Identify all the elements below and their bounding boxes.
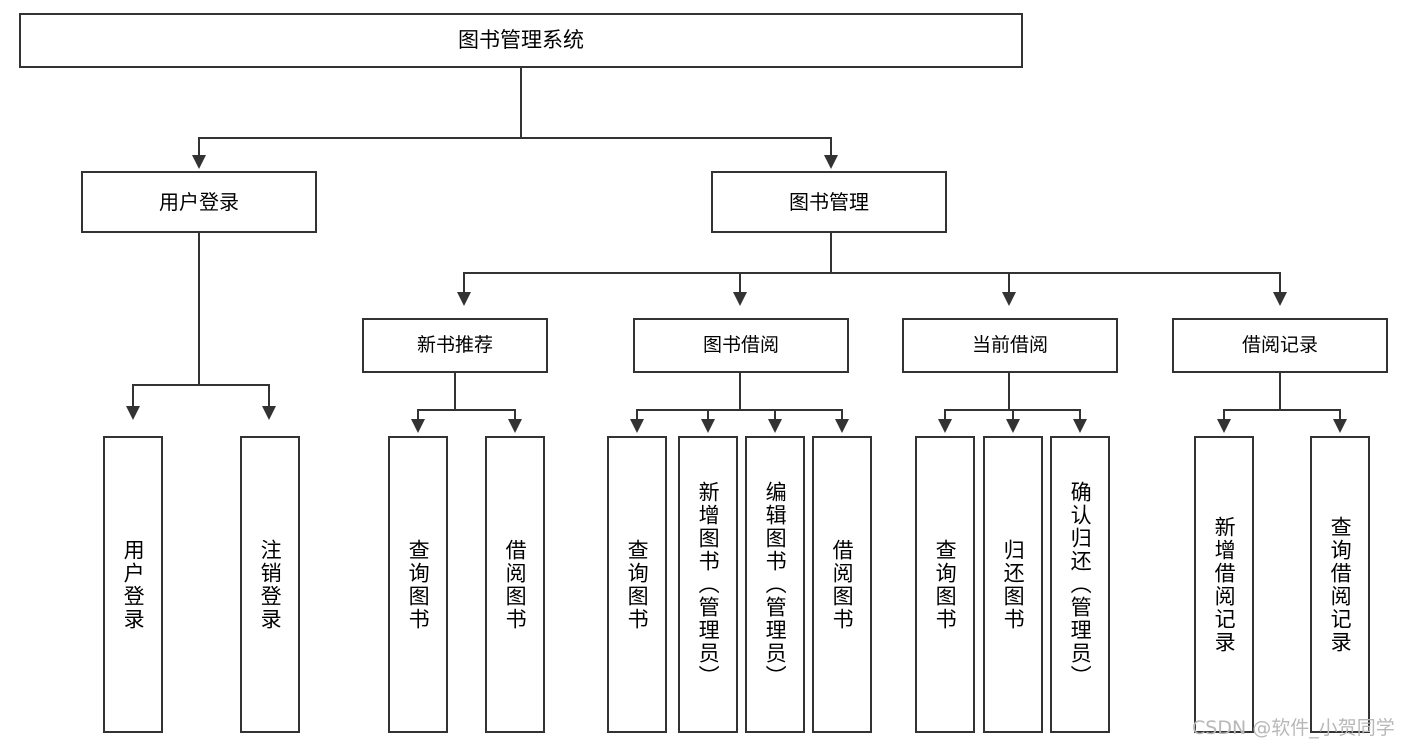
csdn-watermark: CSDN @软件_小贺同学 xyxy=(1192,717,1395,739)
node-label: 图书管理系统 xyxy=(458,28,584,53)
connector-book-manage-bus xyxy=(463,272,1281,274)
leaf-current-borrow-2[interactable]: 归还图书 xyxy=(983,436,1043,733)
node-label: 新增图书（管理员） xyxy=(696,481,721,688)
connector-book-borrow-stem xyxy=(739,373,741,410)
leaf-borrow-record-1[interactable]: 新增借阅记录 xyxy=(1194,436,1254,733)
arrow-down-icon xyxy=(824,155,838,169)
leaf-new-book-1[interactable]: 查询图书 xyxy=(388,436,448,733)
connector-borrow-record-to-leaf-1 xyxy=(1223,409,1225,421)
connector-book-borrow-to-leaf-3 xyxy=(774,409,776,421)
node-label: 确认归还（管理员） xyxy=(1068,481,1093,688)
node-label: 用户登录 xyxy=(121,538,146,631)
node-label: 归还图书 xyxy=(1001,538,1026,631)
leaf-current-borrow-3[interactable]: 确认归还（管理员） xyxy=(1050,436,1110,733)
node-label: 图书管理 xyxy=(789,189,869,214)
node-label: 查询借阅记录 xyxy=(1328,515,1353,654)
arrow-down-icon xyxy=(262,406,276,420)
connector-book-borrow-to-leaf-1 xyxy=(636,409,638,421)
node-book-management[interactable]: 图书管理 xyxy=(711,171,947,233)
node-root-book-management-system[interactable]: 图书管理系统 xyxy=(19,13,1023,68)
connector-book-borrow-to-leaf-4 xyxy=(841,409,843,421)
arrow-down-icon xyxy=(1073,419,1087,433)
node-label: 查询图书 xyxy=(625,538,650,631)
connector-new-book-stem xyxy=(454,373,456,410)
leaf-current-borrow-1[interactable]: 查询图书 xyxy=(915,436,975,733)
node-new-book-recommend[interactable]: 新书推荐 xyxy=(362,318,548,373)
arrow-down-icon xyxy=(192,155,206,169)
connector-current-borrow-to-leaf-2 xyxy=(1012,409,1014,421)
connector-book-manage-stem xyxy=(830,233,832,273)
connector-new-book-bus xyxy=(417,409,516,411)
arrow-down-icon xyxy=(733,292,747,306)
connector-root-to-book-manage xyxy=(830,137,832,157)
connector-user-login-bus xyxy=(132,384,270,386)
connector-book-borrow-bus xyxy=(636,409,842,411)
leaf-user-login-2[interactable]: 注销登录 xyxy=(240,436,300,733)
connector-borrow-record-bus xyxy=(1223,409,1340,411)
node-label: 编辑图书（管理员） xyxy=(763,481,788,688)
node-label: 借阅图书 xyxy=(830,538,855,631)
arrow-down-icon xyxy=(1006,419,1020,433)
connector-current-borrow-to-leaf-3 xyxy=(1079,409,1081,421)
node-label: 图书借阅 xyxy=(702,333,779,356)
arrow-down-icon xyxy=(768,419,782,433)
leaf-book-borrow-2[interactable]: 新增图书（管理员） xyxy=(678,436,738,733)
connector-root-stem xyxy=(520,68,522,138)
connector-to-new-book-recommend xyxy=(463,272,465,294)
connector-to-book-borrow xyxy=(739,272,741,294)
arrow-down-icon xyxy=(701,419,715,433)
leaf-book-borrow-1[interactable]: 查询图书 xyxy=(607,436,667,733)
connector-borrow-record-to-leaf-2 xyxy=(1339,409,1341,421)
connector-to-current-borrow xyxy=(1008,272,1010,294)
node-label: 当前借阅 xyxy=(971,333,1048,356)
arrow-down-icon xyxy=(126,406,140,420)
node-label: 借阅图书 xyxy=(503,538,528,631)
node-label: 借阅记录 xyxy=(1241,333,1318,356)
node-borrow-record[interactable]: 借阅记录 xyxy=(1172,318,1388,373)
leaf-book-borrow-3[interactable]: 编辑图书（管理员） xyxy=(745,436,805,733)
connector-user-login-to-leaf-2 xyxy=(268,384,270,408)
connector-root-bus xyxy=(198,137,832,139)
arrow-down-icon xyxy=(411,419,425,433)
arrow-down-icon xyxy=(1333,419,1347,433)
leaf-user-login-1[interactable]: 用户登录 xyxy=(103,436,163,733)
node-user-login[interactable]: 用户登录 xyxy=(81,171,317,233)
connector-new-book-to-leaf-2 xyxy=(514,409,516,421)
arrow-down-icon xyxy=(1002,292,1016,306)
node-label: 新书推荐 xyxy=(416,333,493,356)
arrow-down-icon xyxy=(938,419,952,433)
node-book-borrow[interactable]: 图书借阅 xyxy=(633,318,849,373)
node-label: 新增借阅记录 xyxy=(1212,515,1237,654)
node-label: 用户登录 xyxy=(159,189,239,214)
connector-user-login-to-leaf-1 xyxy=(132,384,134,408)
arrow-down-icon xyxy=(1273,292,1287,306)
leaf-new-book-2[interactable]: 借阅图书 xyxy=(485,436,545,733)
arrow-down-icon xyxy=(457,292,471,306)
connector-to-borrow-record xyxy=(1279,272,1281,294)
leaf-book-borrow-4[interactable]: 借阅图书 xyxy=(812,436,872,733)
node-label: 查询图书 xyxy=(406,538,431,631)
connector-new-book-to-leaf-1 xyxy=(417,409,419,421)
node-label: 查询图书 xyxy=(933,538,958,631)
connector-user-login-stem xyxy=(198,233,200,385)
arrow-down-icon xyxy=(630,419,644,433)
arrow-down-icon xyxy=(508,419,522,433)
connector-current-borrow-stem xyxy=(1008,373,1010,410)
node-label: 注销登录 xyxy=(258,538,283,631)
connector-borrow-record-stem xyxy=(1279,373,1281,410)
connector-root-to-user-login xyxy=(198,137,200,157)
arrow-down-icon xyxy=(835,419,849,433)
arrow-down-icon xyxy=(1217,419,1231,433)
connector-current-borrow-to-leaf-1 xyxy=(944,409,946,421)
leaf-borrow-record-2[interactable]: 查询借阅记录 xyxy=(1310,436,1370,733)
node-current-borrow[interactable]: 当前借阅 xyxy=(902,318,1118,373)
connector-book-borrow-to-leaf-2 xyxy=(707,409,709,421)
